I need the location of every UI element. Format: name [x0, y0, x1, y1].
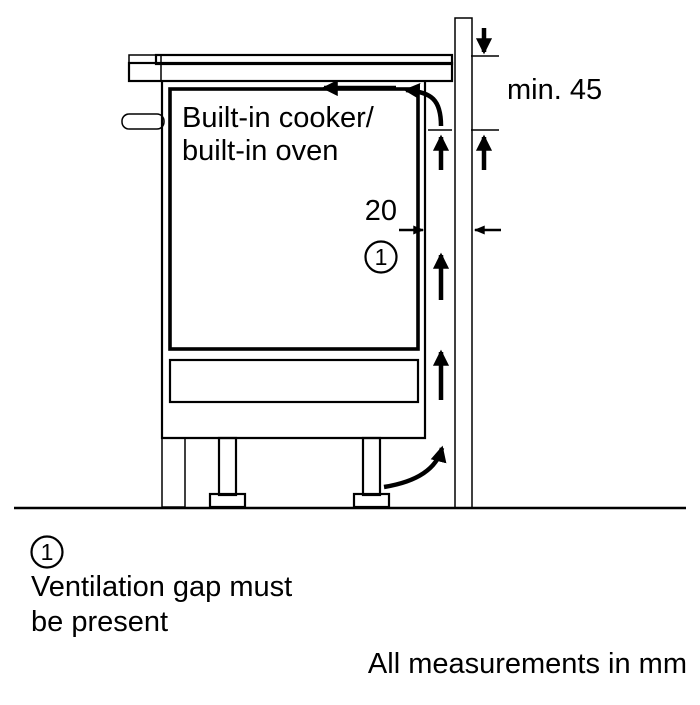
legend-note-line1: Ventilation gap must — [31, 571, 292, 603]
airflow-bottom-curve-arrow — [383, 445, 447, 490]
cabinet-carcass — [160, 81, 427, 440]
hob-plate — [154, 53, 454, 66]
airflow-top-curve-arrow — [403, 82, 444, 127]
wall — [454, 17, 473, 509]
worktop-end-cap — [128, 54, 162, 82]
callout-1-number: 1 — [375, 244, 388, 270]
legend-note-line2: be present — [31, 606, 168, 638]
leg-right — [361, 436, 382, 497]
dim-min45-label: min. 45 — [507, 74, 602, 106]
leg-left — [217, 436, 238, 497]
oven-label-line1: Built-in cooker/ — [182, 102, 375, 134]
foot-right — [352, 492, 391, 509]
oven-compartment — [168, 87, 420, 351]
foot-left — [208, 492, 247, 509]
legend-callout-number: 1 — [41, 539, 54, 565]
callout-1-circle — [364, 240, 398, 274]
plinth-panel — [161, 437, 186, 508]
units-note: All measurements in mm — [368, 648, 687, 680]
oven-label-line2: built-in oven — [182, 135, 338, 167]
handle — [121, 113, 165, 130]
worktop — [127, 61, 454, 83]
dim-20-label: 20 — [365, 195, 397, 227]
drawer — [168, 358, 420, 404]
legend-callout-circle — [30, 535, 64, 569]
